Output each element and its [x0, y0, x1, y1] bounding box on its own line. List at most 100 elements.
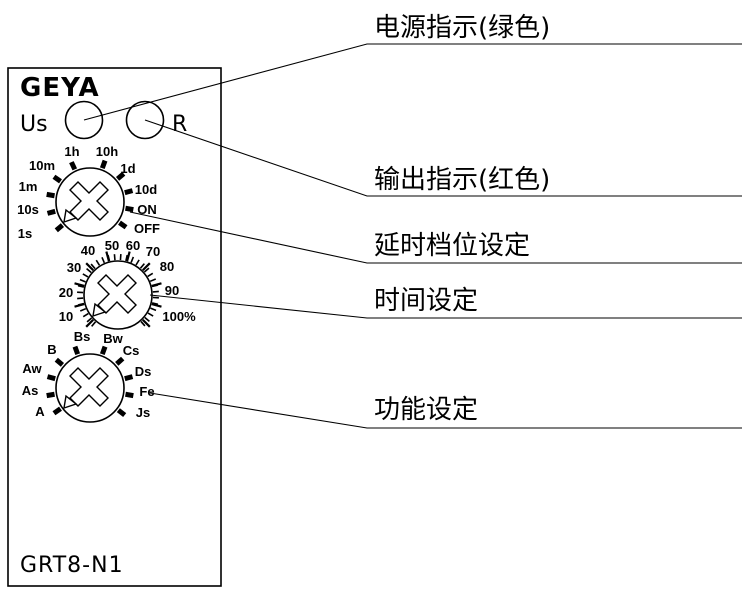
range-dial-tick [46, 208, 56, 216]
model-label: GRT8-N1 [20, 553, 124, 578]
callout-function-setting: 功能设定 [374, 395, 478, 425]
range-dial[interactable]: 1s 10s 1m 10m 1h 10h 1d 10d ON OFF [17, 144, 160, 241]
time-label-20: 20 [59, 285, 73, 300]
time-dial-tick [77, 297, 84, 300]
time-dial-tick [91, 321, 97, 327]
range-dial-tick [46, 191, 55, 199]
range-label-off: OFF [134, 221, 160, 236]
time-dial-tick [150, 307, 157, 312]
range-label-1m: 1m [19, 179, 38, 194]
time-dial-tick [143, 267, 150, 273]
time-dial-tick [90, 263, 96, 270]
time-dial-major-tick [85, 318, 95, 328]
time-dial-tick [130, 256, 135, 263]
range-dial-pointer [69, 181, 109, 221]
function-label-fe: Fe [139, 384, 154, 399]
time-dial-tick [149, 278, 157, 283]
time-label-90: 90 [165, 283, 179, 298]
range-label-1d: 1d [120, 161, 135, 176]
brand-logo: GEYA [20, 73, 100, 103]
function-dial-tick [54, 357, 65, 367]
function-dial[interactable]: A As Aw B Bs Bw Cs Ds Fe Js [22, 329, 155, 423]
time-dial-major-tick [151, 282, 162, 288]
time-dial-tick [147, 272, 154, 278]
led-us-label: Us [20, 112, 48, 137]
time-dial-tick [86, 317, 93, 323]
range-dial-tick [52, 174, 62, 184]
time-dial-tick [113, 254, 116, 261]
callout-line-power [83, 43, 742, 121]
time-dial[interactable]: 10 20 30 40 50 60 70 80 90 100% [59, 238, 196, 330]
range-dial-arrow-icon [63, 208, 78, 224]
function-dial-tick [46, 374, 56, 382]
time-dial-tick [79, 307, 87, 312]
time-dial-tick [151, 302, 159, 306]
function-label-aw: Aw [22, 361, 42, 376]
range-label-10h: 10h [96, 144, 118, 159]
range-dial-tick [54, 223, 65, 233]
function-dial-ticks [46, 345, 134, 418]
time-dial-arrow-icon [92, 302, 107, 318]
time-dial-tick [152, 290, 159, 293]
time-dial-tick [95, 259, 101, 266]
callout-line-time [149, 294, 742, 319]
time-dial-major-tick [141, 318, 151, 328]
function-label-as: As [22, 383, 39, 398]
range-dial-tick [69, 161, 78, 171]
range-label-10s: 10s [17, 202, 39, 217]
function-dial-tick [72, 345, 81, 356]
time-dial-major-tick [125, 251, 131, 262]
range-label-1s: 1s [18, 226, 32, 241]
time-dial-tick [139, 263, 145, 269]
callout-time-setting: 时间设定 [374, 286, 478, 316]
function-dial-tick [46, 391, 55, 399]
callout-power-indicator: 电源指示(绿色) [374, 13, 550, 43]
time-dial-tick [144, 316, 150, 322]
time-label-100: 100% [162, 309, 196, 324]
range-label-10m: 10m [29, 158, 55, 173]
callout-line-range [129, 211, 742, 264]
function-dial-tick [116, 408, 127, 418]
function-dial-arrow-icon [63, 394, 78, 410]
time-label-70: 70 [146, 244, 160, 259]
range-label-10d: 10d [135, 182, 157, 197]
time-dial-major-tick [151, 302, 162, 308]
callout-lines [83, 43, 742, 429]
function-dial-tick [52, 406, 62, 416]
function-label-a: A [35, 404, 45, 419]
range-dial-tick [115, 171, 126, 181]
function-dial-tick [99, 345, 108, 356]
range-label-1h: 1h [64, 144, 79, 159]
range-dial-tick [99, 159, 108, 170]
time-label-50: 50 [105, 238, 119, 253]
range-label-on: ON [137, 202, 157, 217]
time-dial-ticks [74, 251, 162, 328]
time-label-80: 80 [160, 259, 174, 274]
callout-line-function [149, 392, 742, 429]
time-label-60: 60 [126, 238, 140, 253]
function-dial-tick [124, 374, 134, 382]
time-dial-major-tick [85, 262, 95, 272]
time-dial-tick [82, 312, 89, 318]
callout-range-setting: 延时档位设定 [374, 231, 530, 261]
function-label-ds: Ds [135, 364, 152, 379]
time-dial-tick [135, 259, 140, 266]
range-dial-tick [125, 205, 134, 213]
function-label-bw: Bw [103, 331, 123, 346]
time-dial-major-tick [74, 302, 85, 308]
function-dial-tick [125, 391, 134, 399]
time-dial-tick [125, 254, 129, 262]
time-label-40: 40 [81, 243, 95, 258]
time-dial-pointer [97, 274, 137, 314]
range-dial-tick [124, 188, 134, 196]
time-dial-tick [79, 278, 86, 283]
function-label-b: B [47, 342, 56, 357]
function-label-js: Js [136, 405, 150, 420]
function-label-bs: Bs [74, 329, 91, 344]
time-dial-major-tick [105, 251, 111, 262]
function-label-cs: Cs [123, 343, 140, 358]
time-label-30: 30 [67, 260, 81, 275]
callout-line-output [144, 119, 742, 197]
time-dial-tick [140, 320, 146, 327]
